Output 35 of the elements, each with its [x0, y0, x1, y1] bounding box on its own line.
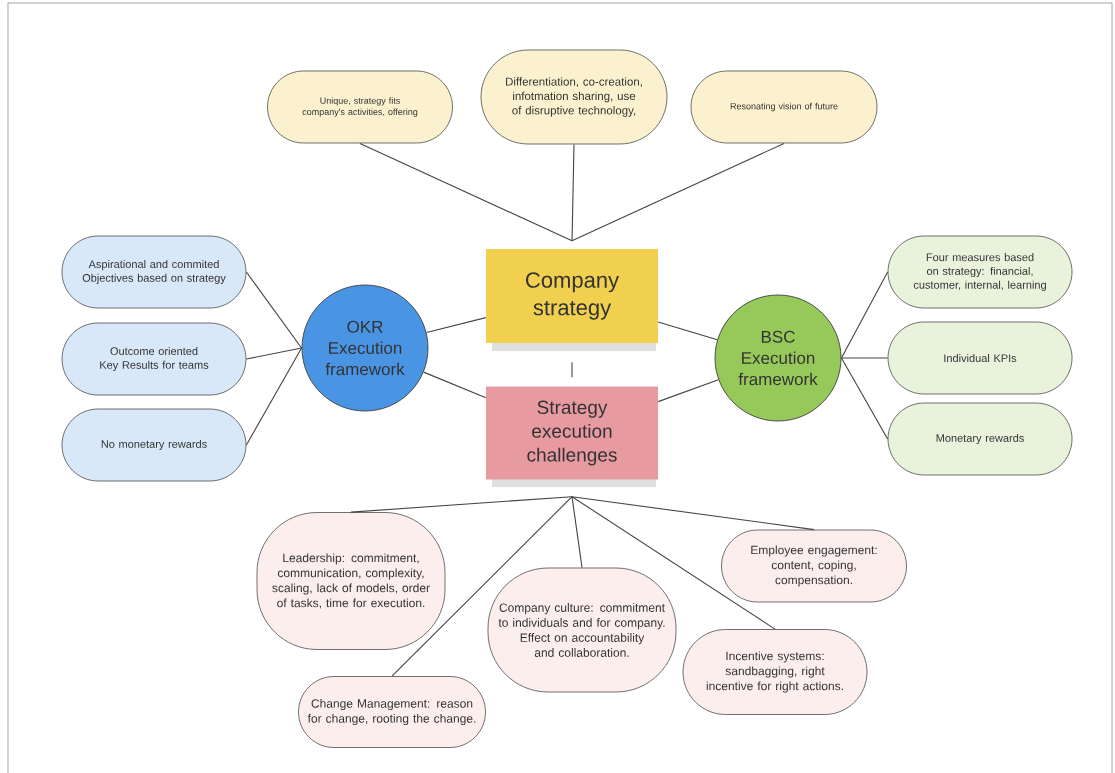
rounded-box: Monetary rewards — [887, 402, 1073, 476]
connector-line — [657, 379, 719, 403]
connector-line — [571, 496, 583, 569]
rounded-box: Individual KPIs — [887, 321, 1073, 395]
rounded-box: Incentive systems: sandbagging, right incentive for right actions. — [682, 629, 868, 715]
rounded-box: Four measures based on strategy: financial, customer, internal, learning — [887, 235, 1073, 309]
rounded-box: Change Management: reason for change, rooting the change. — [298, 676, 486, 748]
connector-line — [571, 143, 575, 242]
connector-line — [571, 496, 776, 630]
rounded-box: Employee engagement: content, coping, compensation. — [721, 529, 907, 603]
rounded-box: Company culture: commitment to individuals and for company. Effect on accountability and collaboration. — [487, 567, 677, 693]
connector-line — [245, 271, 303, 349]
connector-line — [245, 347, 303, 360]
connector-line — [423, 371, 487, 399]
rounded-box: No monetary rewards — [61, 408, 247, 482]
rounded-box: Leadership: commitment, communication, complexity, scaling, lack of models, order of tasks, time for execution. — [256, 512, 446, 650]
rounded-box: Outcome oriented Key Results for teams — [61, 322, 247, 396]
connector-line — [391, 496, 573, 677]
connector-line — [571, 496, 815, 531]
connector-line — [840, 271, 889, 359]
sticky-note: Strategy execution challenges — [486, 386, 658, 487]
connector-line — [840, 357, 889, 440]
sticky-note: Company strategy — [486, 249, 658, 351]
connector-line — [571, 142, 785, 242]
rounded-box: Unique, strategy fits company's activities, offering — [267, 70, 453, 144]
connector-line — [571, 361, 573, 378]
connector-line — [426, 317, 487, 334]
connector-line — [245, 347, 303, 446]
rounded-box: Differentiation, co-creation, infotmation sharing, use of disruptive technology, — [480, 49, 668, 145]
rounded-box: Aspirational and commited Objectives based on strategy — [61, 235, 247, 309]
connector-line — [657, 321, 718, 341]
connector-line — [359, 142, 573, 242]
connector-line — [840, 357, 889, 359]
connector-line — [350, 496, 573, 513]
rounded-box: Resonating vision of future — [690, 70, 878, 144]
